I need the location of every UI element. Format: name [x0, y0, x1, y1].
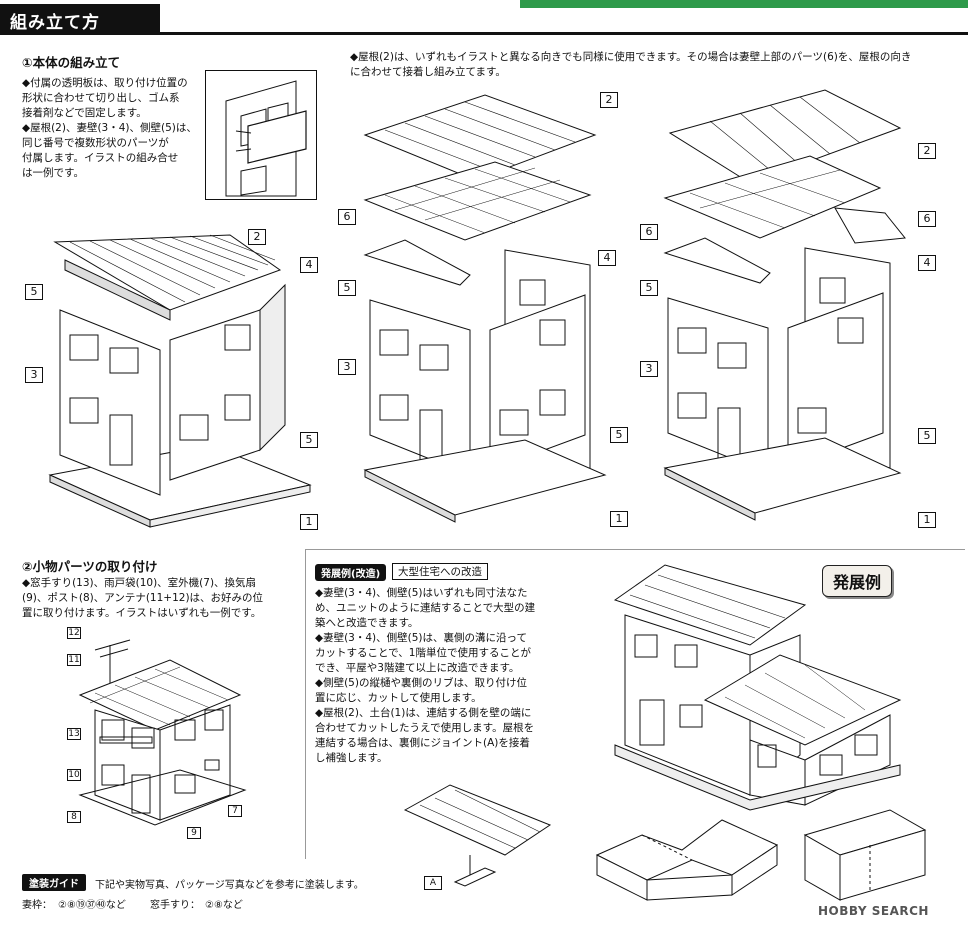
section-divider [305, 549, 965, 550]
assembly-diagram-3 [663, 89, 906, 521]
paint-guide-text: 下記や実物写真、パッケージ写真などを参考に塗装します。 [95, 880, 364, 891]
note-line: 合わせてカットしたうえで使用します。屋根を [315, 722, 535, 734]
roof-note: ◆屋根(2)は、いずれもイラストと異なる向きでも同様に使用できます。その場合は妻… [350, 50, 950, 80]
part-label-2: 2 [600, 92, 618, 108]
note-line: 連結する場合は、裏側にジョイント(A)を接着 [315, 737, 530, 749]
part-label-3: 3 [25, 367, 43, 383]
note-line: ◆付属の透明板は、取り付け位置の [22, 77, 188, 89]
part-label-6: 6 [640, 224, 658, 240]
page-title: 組み立て方 [0, 4, 160, 34]
part-label-9: 9 [187, 827, 201, 839]
note-line: ◆妻壁(3・4)、側壁(5)はいずれも同寸法なた [315, 587, 528, 599]
note-line: (9)、ポスト(8)、アンテナ(11+12)は、お好みの位 [22, 592, 264, 604]
part-label-8: 8 [67, 811, 81, 823]
part-label-5: 5 [918, 428, 936, 444]
rect-base-diagram [803, 809, 927, 901]
section1-heading: ①本体の組み立て [22, 55, 121, 70]
part-label-5: 5 [610, 427, 628, 443]
development-example-label: 発展例 [822, 565, 893, 597]
note-line: ◆妻壁(3・4)、側壁(5)は、裏側の溝に沿って [315, 632, 527, 644]
part-label-5: 5 [640, 280, 658, 296]
part-label-6: 6 [338, 209, 356, 225]
note-line: カットすることで、1階単位で使用することが [315, 647, 531, 659]
note-line: ◆屋根(2)、妻壁(3・4)、側壁(5)は、 [22, 122, 197, 134]
part-label-11: 11 [67, 654, 81, 666]
note-line: め、ユニットのように連結することで大型の建 [315, 602, 536, 614]
joint-diagram [403, 784, 552, 887]
note-line: 同じ番号で複数形状のパーツが [22, 137, 169, 149]
note-line: ◆屋根(2)は、いずれもイラストと異なる向きでも同様に使用できます。その場合は妻… [350, 51, 912, 63]
top-accent-bar [520, 0, 968, 8]
small-parts-diagram [78, 639, 247, 826]
section2-notes: ◆窓手すり(13)、雨戸袋(10)、室外機(7)、換気扇 (9)、ポスト(8)、… [22, 576, 302, 621]
note-line: ◆窓手すり(13)、雨戸袋(10)、室外機(7)、換気扇 [22, 577, 257, 589]
part-label-4: 4 [598, 250, 616, 266]
note-line: 置に応じ、カットして使用します。 [315, 692, 482, 704]
section1-notes: ◆付属の透明板は、取り付け位置の 形状に合わせて切り出し、ゴム系 接着剤などで固… [22, 76, 212, 181]
part-label-1: 1 [918, 512, 936, 528]
part-label-3: 3 [640, 361, 658, 377]
note-line: 築へと改造できます。 [315, 617, 419, 629]
part-label-4: 4 [300, 257, 318, 273]
part-label-2: 2 [918, 143, 936, 159]
part-label-5: 5 [25, 284, 43, 300]
part-label-3: 3 [338, 359, 356, 375]
note-line: 付属します。イラストの組み合せ [22, 152, 179, 164]
part-label-13: 13 [67, 728, 81, 740]
transparent-plate-inset [205, 70, 317, 200]
transparent-plate-illustration [225, 80, 307, 197]
paint-rail-codes: ②⑧など [205, 900, 243, 911]
assembly-diagram-2 [363, 94, 607, 523]
note-line: ◆屋根(2)、土台(1)は、連結する側を壁の端に [315, 707, 532, 719]
part-label-2: 2 [248, 229, 266, 245]
note-line: 形状に合わせて切り出し、ゴム系 [22, 92, 180, 104]
note-line: 接着剤などで固定します。 [22, 107, 147, 119]
section-divider [305, 549, 306, 859]
part-label-A: A [424, 876, 442, 890]
development-badge: 発展例(改造) [315, 564, 387, 581]
development-subtitle: 大型住宅への改造 [392, 563, 488, 580]
part-label-12: 12 [67, 627, 81, 639]
part-label-10: 10 [67, 769, 81, 781]
part-label-6: 6 [918, 211, 936, 227]
paint-rail-label: 窓手すり： [150, 900, 200, 911]
title-rule [0, 32, 968, 35]
note-line: 置に取り付けます。イラストはいずれも一例です。 [22, 607, 262, 619]
development-notes: ◆妻壁(3・4)、側壁(5)はいずれも同寸法なた め、ユニットのように連結するこ… [315, 586, 605, 766]
note-line: でき、平屋や3階建て以上に改造できます。 [315, 662, 520, 674]
note-line: ◆側壁(5)の縦樋や裏側のリブは、取り付け位 [315, 677, 527, 689]
part-label-5: 5 [338, 280, 356, 296]
note-line: に合わせて接着し組み立てます。 [350, 66, 506, 78]
note-line: し補強します。 [315, 752, 388, 764]
watermark: HOBBY SEARCH [818, 904, 929, 918]
l-shaped-base-diagram [595, 819, 779, 901]
part-label-1: 1 [300, 514, 318, 530]
large-house-illustration [613, 564, 902, 811]
paint-wall-codes: ②⑧⑲㊲㊵など [58, 900, 126, 911]
note-line: は一例です。 [22, 167, 84, 179]
part-label-4: 4 [918, 255, 936, 271]
assembly-diagram-1 [48, 234, 312, 528]
part-label-7: 7 [228, 805, 242, 817]
paint-wall-label: 妻枠： [22, 900, 52, 911]
part-label-5: 5 [300, 432, 318, 448]
part-label-1: 1 [610, 511, 628, 527]
paint-guide-tab: 塗装ガイド [22, 874, 86, 891]
section2-heading: ②小物パーツの取り付け [22, 559, 158, 574]
